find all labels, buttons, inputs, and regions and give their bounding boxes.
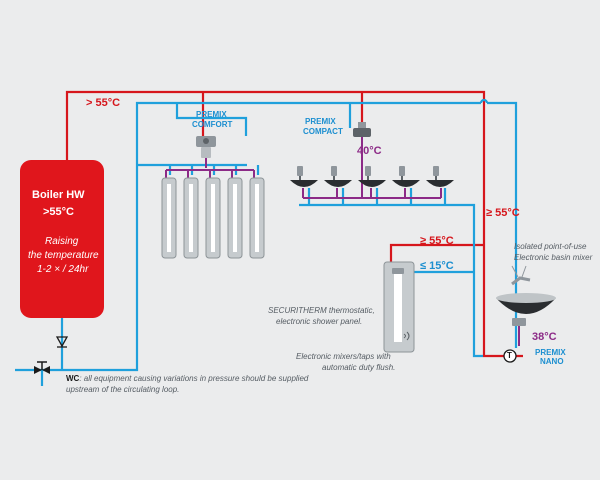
main-hot-temp: > 55°C: [86, 97, 121, 109]
cold-pipe-crossing: [479, 98, 489, 104]
outlet-column-2-glass: [189, 184, 193, 252]
right-riser-temp: ≥ 55°C: [486, 207, 520, 219]
isolated-note-2: Electronic basin mixer: [514, 253, 593, 262]
premix-compact-label-2: COMPACT: [303, 127, 343, 136]
mains-inlet: [15, 101, 481, 372]
outlet-column-4-glass: [233, 184, 237, 252]
securitherm-note-1: SECURITHERM thermostatic,: [268, 306, 375, 315]
basin-1-icon: [290, 166, 318, 187]
premix-compact-valve-icon: [353, 122, 371, 137]
wc-valve-icon: [34, 361, 50, 374]
circulation-return: [299, 203, 483, 358]
comfort-outlet-columns: [161, 177, 265, 259]
hot-branch-shower: [389, 243, 484, 262]
check-valve-icon: [55, 336, 69, 348]
wc-note-text-1: : all equipment causing variations in pr…: [79, 374, 309, 383]
boiler-note-2: the temperature: [28, 250, 99, 261]
boiler-note-1: Raising: [45, 236, 79, 247]
basin-4-icon: [392, 166, 420, 187]
mixed-water-pipes: [165, 136, 520, 346]
securitherm-note-2: electronic shower panel.: [276, 317, 363, 326]
boiler-note-3: 1-2 × / 24hr: [37, 264, 89, 275]
compact-mix-temp: 40°C: [357, 145, 382, 157]
premix-nano-label-1: PREMIX: [535, 348, 566, 357]
nano-basin-icon: [496, 265, 556, 326]
basin-5-icon: [426, 166, 454, 187]
premix-comfort-label-2: COMFORT: [192, 120, 233, 129]
premix-comfort-label-1: PREMIX: [196, 110, 227, 119]
cold-water-pipes: [15, 98, 518, 386]
wc-note-line-1: WC: all equipment causing variations in …: [66, 375, 308, 383]
boiler-subtitle: >55°C: [43, 206, 75, 218]
wc-note-line-2: upstream of the circulating loop.: [66, 385, 180, 394]
wc-label: WC: [66, 374, 80, 383]
basin-2-icon: [324, 166, 352, 187]
cold-to-comfort: [175, 103, 248, 136]
electronic-note-1: Electronic mixers/taps with: [296, 352, 391, 361]
thermostatic-mixer-icon: [503, 349, 517, 363]
outlet-column-5-glass: [255, 184, 259, 252]
shower-panel-icon: [383, 261, 415, 353]
shower-hot-temp: ≥ 55°C: [420, 235, 454, 247]
electronic-note-2: automatic duty flush.: [322, 363, 396, 372]
boiler-tank: [20, 160, 104, 318]
outlet-column-1-glass: [167, 184, 171, 252]
shower-cold-temp: ≤ 15°C: [420, 260, 454, 272]
basin-3-icon: [358, 166, 386, 187]
main-hot-loop: [65, 90, 523, 358]
premix-compact-label-1: PREMIX: [305, 117, 336, 126]
boiler-title: Boiler HW: [32, 189, 85, 201]
outlet-column-3-glass: [211, 184, 215, 252]
nano-mix-temp: 38°C: [532, 331, 557, 343]
hot-water-pipes: [65, 90, 523, 358]
cold-riser: [487, 101, 518, 348]
isolated-note-1: Isolated point-of-use: [514, 242, 587, 251]
thermo-symbol: T: [507, 351, 512, 360]
premix-comfort-valve-icon: [196, 136, 216, 158]
premix-nano-label-2: NANO: [540, 357, 564, 366]
basin-row: [290, 166, 454, 187]
